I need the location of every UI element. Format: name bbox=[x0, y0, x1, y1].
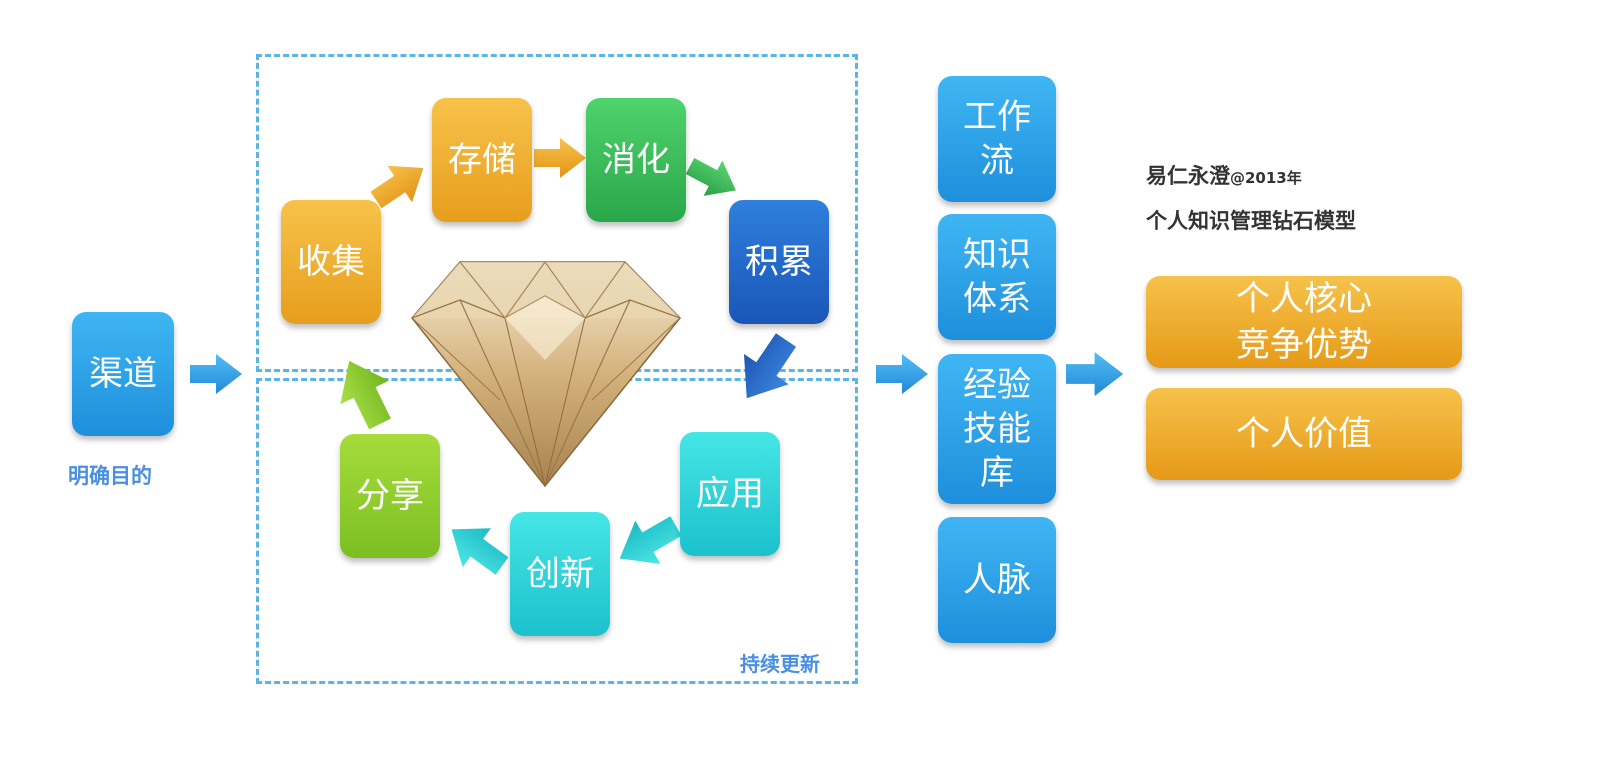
arrow-digest-to-accumulate bbox=[680, 148, 746, 209]
arrow-cycle-to-assets bbox=[876, 354, 928, 394]
model-title: 个人知识管理钻石模型 bbox=[1146, 209, 1356, 233]
knowledge-system-box: 知识 体系 bbox=[938, 214, 1056, 340]
store-box: 存储 bbox=[432, 98, 532, 222]
arrow-apply-to-innovate bbox=[607, 504, 689, 581]
continuous-update-label: 持续更新 bbox=[740, 652, 820, 676]
channel-box: 渠道 bbox=[72, 312, 174, 436]
arrow-share-to-collect bbox=[324, 349, 405, 436]
arrow-innovate-to-share bbox=[437, 509, 517, 586]
digest-box: 消化 bbox=[586, 98, 686, 222]
purpose-label: 明确目的 bbox=[68, 464, 152, 488]
collect-box: 收集 bbox=[281, 200, 381, 324]
arrow-channel-to-cycle bbox=[190, 354, 242, 394]
author-name: 易仁永澄 bbox=[1146, 164, 1230, 188]
share-box: 分享 bbox=[340, 434, 440, 558]
year-text: @2013年 bbox=[1230, 169, 1302, 187]
value-box: 个人价值 bbox=[1146, 388, 1462, 480]
experience-skills-box: 经验 技能 库 bbox=[938, 354, 1056, 504]
accumulate-box: 积累 bbox=[729, 200, 829, 324]
arrow-accumulate-to-apply bbox=[724, 324, 809, 414]
competitiveness-box: 个人核心 竞争优势 bbox=[1146, 276, 1462, 368]
network-box: 人脉 bbox=[938, 517, 1056, 643]
attribution-line: 易仁永澄@2013年 bbox=[1146, 160, 1302, 190]
diamond-image bbox=[411, 260, 682, 488]
arrow-store-to-digest bbox=[534, 138, 586, 178]
innovate-box: 创新 bbox=[510, 512, 610, 636]
workflow-box: 工作 流 bbox=[938, 76, 1056, 202]
apply-box: 应用 bbox=[680, 432, 780, 556]
arrow-assets-to-outcomes bbox=[1066, 352, 1124, 396]
